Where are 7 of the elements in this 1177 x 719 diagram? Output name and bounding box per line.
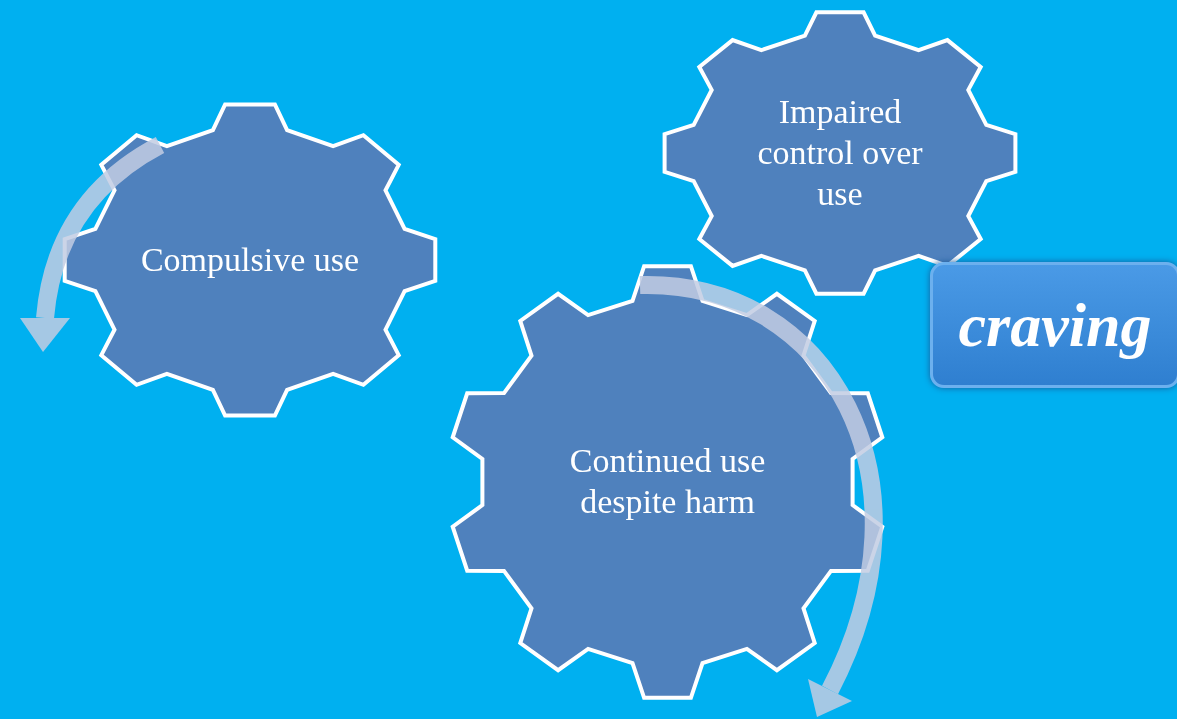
gear-label: Compulsive use: [139, 239, 361, 280]
gear-label: Impaired control over use: [756, 91, 924, 214]
gear-shape: [60, 100, 440, 420]
gear-label: Continued use despite harm: [568, 441, 767, 522]
callout-text: craving: [958, 289, 1152, 361]
gear-shape: [660, 8, 1020, 298]
highlight-box: [930, 262, 1177, 388]
